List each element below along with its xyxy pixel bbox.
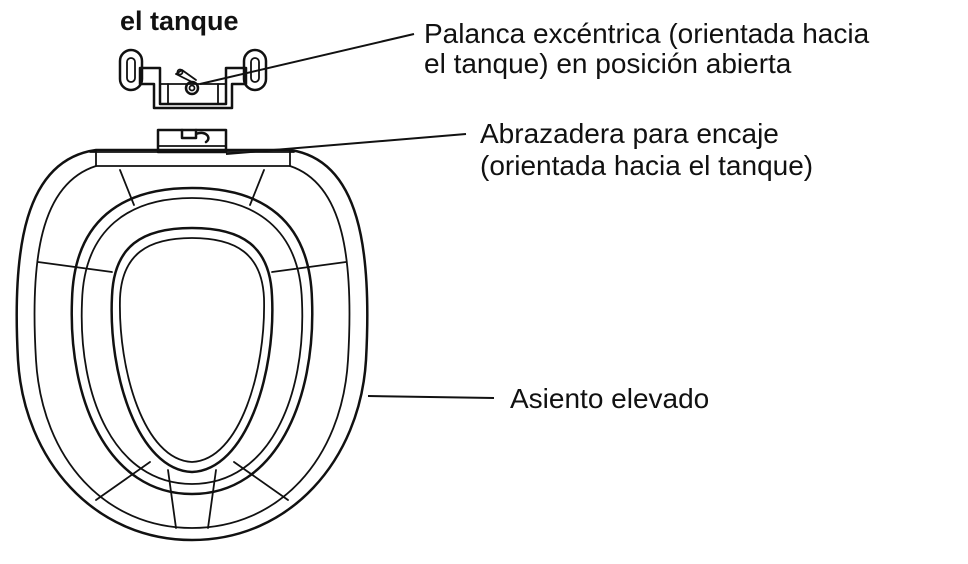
cam-lever	[175, 69, 197, 83]
right-bracket-ear	[242, 48, 268, 92]
seat-outer-band	[33, 165, 351, 529]
cam-lever-label-line2: el tanque) en posición abierta	[424, 48, 792, 79]
cam-lever-leader-line	[199, 33, 415, 85]
top-heading: el tanque	[120, 6, 239, 36]
seat-middle-contour	[70, 186, 314, 496]
seat-opening	[110, 226, 274, 474]
left-bracket-slot	[126, 57, 136, 83]
seat-label: Asiento elevado	[510, 383, 710, 414]
elevated-seat	[15, 148, 369, 542]
clip-bracket	[156, 128, 228, 154]
bracket-label-line2: (orientada hacia el tanque)	[480, 150, 814, 181]
clip-bracket-body	[156, 128, 228, 154]
seat-outer-rim	[15, 148, 369, 542]
bracket-leader-line	[225, 133, 467, 155]
left-bracket-ear	[118, 48, 144, 92]
cam-lever-label-line1: Palanca excéntrica (orientada hacia	[424, 18, 870, 49]
clip-bracket-hook	[180, 128, 210, 144]
bracket-plate	[138, 66, 248, 110]
cam-lever-bracket	[118, 48, 268, 110]
seat-leader-line	[367, 395, 495, 399]
bracket-label-line1: Abrazadera para encaje	[480, 118, 779, 149]
